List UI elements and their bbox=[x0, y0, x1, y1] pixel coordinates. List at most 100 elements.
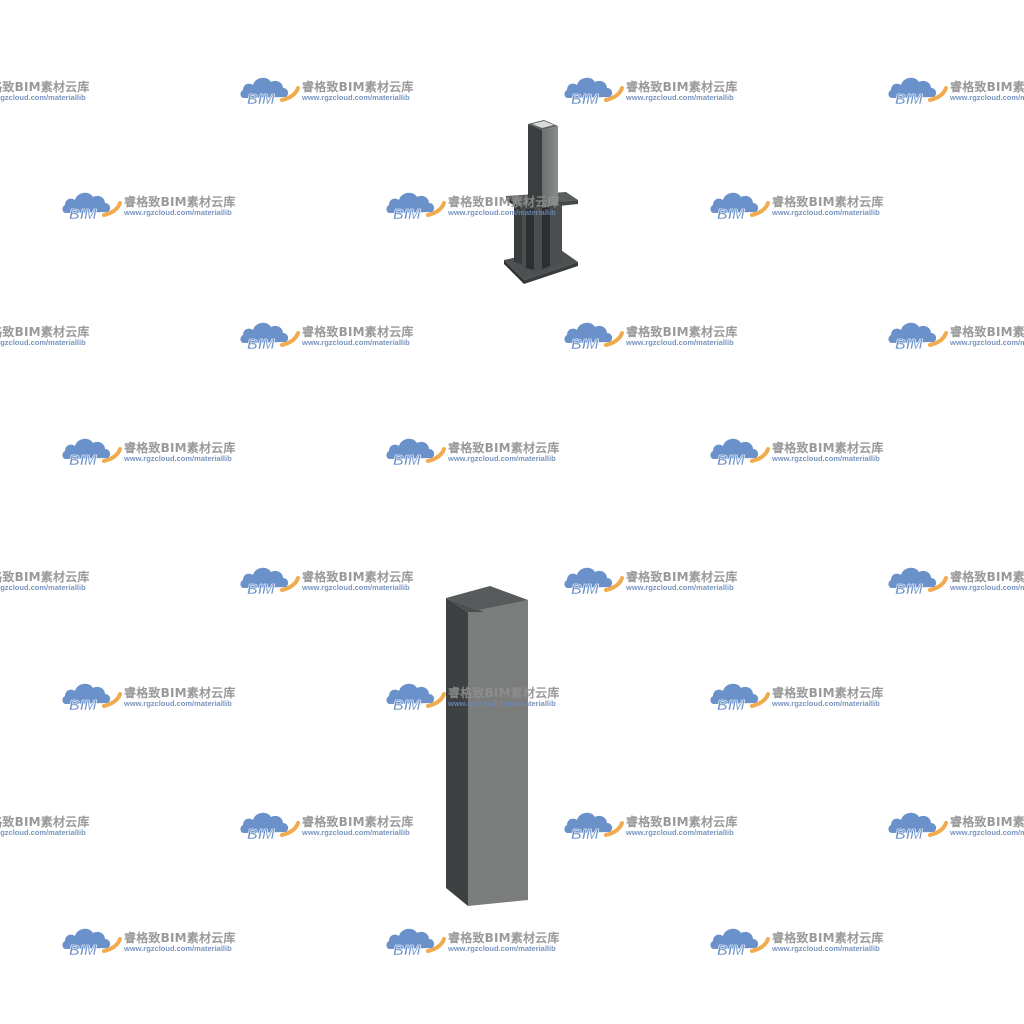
rectangular-column-model[interactable] bbox=[440, 582, 536, 912]
watermark-title: 睿格致BIM素材云库 bbox=[124, 686, 236, 700]
watermark-url: www.rgzcloud.com/materiallib bbox=[124, 944, 232, 953]
tube-opening bbox=[532, 121, 554, 128]
watermark-url: www.rgzcloud.com/materiallib bbox=[626, 93, 734, 102]
logo-text: BIM bbox=[717, 452, 745, 469]
logo-text: BIM bbox=[571, 581, 599, 598]
watermark-url: www.rgzcloud.com/materiallib bbox=[0, 828, 86, 837]
cloud-logo-icon: BIM bbox=[386, 928, 446, 959]
logo-text: BIM bbox=[571, 336, 599, 353]
watermark-title: 睿格致BIM素材云库 bbox=[0, 80, 90, 94]
cloud-logo-icon: BIM bbox=[564, 812, 624, 843]
stiffener-1 bbox=[526, 203, 534, 270]
watermark-title: 睿格致BIM素材云库 bbox=[302, 80, 414, 94]
watermark-url: www.rgzcloud.com/materiallib bbox=[772, 208, 880, 217]
logo-text: BIM bbox=[717, 697, 745, 714]
stiffener-3 bbox=[514, 198, 522, 264]
watermark-title: 睿格致BIM素材云库 bbox=[448, 441, 560, 455]
watermark: BIM睿格致BIM素材云库www.rgzcloud.com/materialli… bbox=[0, 560, 104, 600]
watermark-title: 睿格致BIM素材云库 bbox=[772, 195, 884, 209]
cloud-logo-icon: BIM bbox=[386, 438, 446, 469]
logo-text: BIM bbox=[247, 91, 275, 108]
watermark-url: www.rgzcloud.com/materiallib bbox=[0, 338, 86, 347]
watermark-title: 睿格致BIM素材云库 bbox=[950, 80, 1024, 94]
column-side-face bbox=[446, 598, 468, 906]
watermark-url: www.rgzcloud.com/materiallib bbox=[772, 699, 880, 708]
cloud-logo-icon: BIM bbox=[62, 192, 122, 223]
base-plate-front bbox=[524, 262, 578, 284]
watermark-title: 睿格致BIM素材云库 bbox=[124, 931, 236, 945]
watermark-title: 睿格致BIM素材云库 bbox=[950, 815, 1024, 829]
logo-text: BIM bbox=[247, 581, 275, 598]
watermark-url: www.rgzcloud.com/materiallib bbox=[0, 93, 86, 102]
watermark-title: 睿格致BIM素材云库 bbox=[302, 325, 414, 339]
cloud-logo-icon: BIM bbox=[240, 812, 300, 843]
watermark: BIM睿格致BIM素材云库www.rgzcloud.com/materialli… bbox=[886, 805, 1024, 845]
watermark-url: www.rgzcloud.com/materiallib bbox=[626, 828, 734, 837]
watermark: BIM睿格致BIM素材云库www.rgzcloud.com/materialli… bbox=[886, 560, 1024, 600]
cloud-logo-icon: BIM bbox=[710, 928, 770, 959]
logo-text: BIM bbox=[895, 91, 923, 108]
watermark-title: 睿格致BIM素材云库 bbox=[772, 441, 884, 455]
watermark: BIM睿格致BIM素材云库www.rgzcloud.com/materialli… bbox=[886, 70, 1024, 110]
watermark-title: 睿格致BIM素材云库 bbox=[0, 570, 90, 584]
logo-text: BIM bbox=[895, 336, 923, 353]
watermark-url: www.rgzcloud.com/materiallib bbox=[124, 454, 232, 463]
watermark-title: 睿格致BIM素材云库 bbox=[950, 325, 1024, 339]
base-plate-side bbox=[504, 260, 524, 284]
cap-plate-side bbox=[506, 196, 520, 210]
logo-text: BIM bbox=[717, 942, 745, 959]
cloud-logo-icon: BIM bbox=[240, 567, 300, 598]
logo-text: BIM bbox=[393, 942, 421, 959]
watermark-url: www.rgzcloud.com/materiallib bbox=[626, 338, 734, 347]
steel-column-base-model[interactable] bbox=[496, 112, 586, 290]
watermark-url: www.rgzcloud.com/materiallib bbox=[448, 454, 556, 463]
watermark-title: 睿格致BIM素材云库 bbox=[626, 325, 738, 339]
cloud-logo-icon: BIM bbox=[386, 192, 446, 223]
watermark-url: www.rgzcloud.com/materiallib bbox=[302, 828, 410, 837]
watermark-url: www.rgzcloud.com/materiallib bbox=[302, 338, 410, 347]
watermark-url: www.rgzcloud.com/materiallib bbox=[302, 583, 410, 592]
logo-text: BIM bbox=[717, 206, 745, 223]
watermark-url: www.rgzcloud.com/materiallib bbox=[950, 583, 1024, 592]
watermark-title: 睿格致BIM素材云库 bbox=[0, 325, 90, 339]
watermark-title: 睿格致BIM素材云库 bbox=[626, 570, 738, 584]
watermark-url: www.rgzcloud.com/materiallib bbox=[950, 338, 1024, 347]
watermark-url: www.rgzcloud.com/materiallib bbox=[124, 699, 232, 708]
watermark-url: www.rgzcloud.com/materiallib bbox=[0, 583, 86, 592]
cloud-logo-icon: BIM bbox=[240, 77, 300, 108]
cloud-logo-icon: BIM bbox=[888, 322, 948, 353]
logo-text: BIM bbox=[69, 697, 97, 714]
watermark-title: 睿格致BIM素材云库 bbox=[124, 441, 236, 455]
logo-text: BIM bbox=[393, 452, 421, 469]
cloud-logo-icon: BIM bbox=[62, 928, 122, 959]
watermark-url: www.rgzcloud.com/materiallib bbox=[124, 208, 232, 217]
logo-text: BIM bbox=[247, 826, 275, 843]
cloud-logo-icon: BIM bbox=[62, 438, 122, 469]
cloud-logo-icon: BIM bbox=[564, 567, 624, 598]
watermark-title: 睿格致BIM素材云库 bbox=[626, 815, 738, 829]
cloud-logo-icon: BIM bbox=[240, 322, 300, 353]
cloud-logo-icon: BIM bbox=[710, 438, 770, 469]
logo-text: BIM bbox=[571, 826, 599, 843]
watermark: BIM睿格致BIM素材云库www.rgzcloud.com/materialli… bbox=[0, 70, 104, 110]
logo-text: BIM bbox=[69, 942, 97, 959]
watermark-title: 睿格致BIM素材云库 bbox=[772, 686, 884, 700]
column-front-face bbox=[468, 600, 528, 906]
watermark: BIM睿格致BIM素材云库www.rgzcloud.com/materialli… bbox=[0, 315, 104, 355]
cloud-logo-icon: BIM bbox=[62, 683, 122, 714]
cloud-logo-icon: BIM bbox=[888, 567, 948, 598]
watermark-title: 睿格致BIM素材云库 bbox=[0, 815, 90, 829]
watermark: BIM睿格致BIM素材云库www.rgzcloud.com/materialli… bbox=[0, 805, 104, 845]
